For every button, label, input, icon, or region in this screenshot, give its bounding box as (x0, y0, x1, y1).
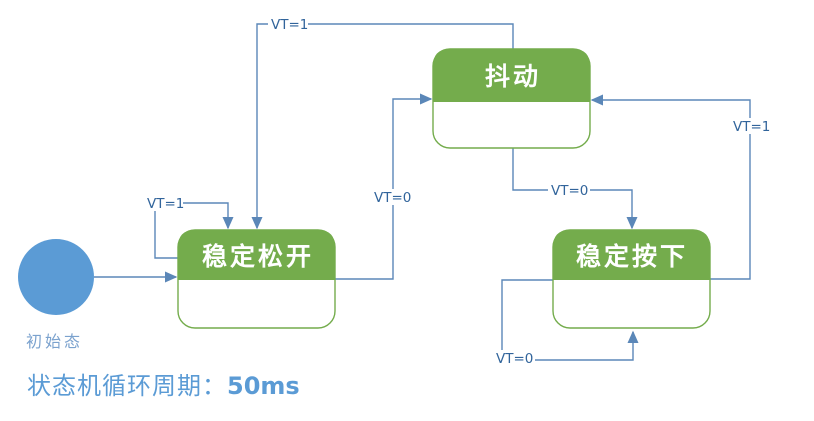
transition-label: VT=0 (496, 351, 533, 367)
initial-state-label: 初始态 (26, 332, 83, 351)
state-jitter-label: 抖动 (485, 62, 541, 91)
state-stable-pressed-label: 稳定按下 (576, 242, 688, 271)
state-jitter-header (433, 49, 590, 102)
transition-pressed-to-jitter (590, 94, 751, 280)
transition-label: VT=0 (374, 190, 411, 206)
label-bg (268, 16, 308, 32)
diagram-title-text: 状态机循环周期： (27, 372, 227, 400)
state-stable-pressed: 稳定按下 (552, 229, 711, 329)
transition-label: VT=1 (271, 17, 308, 33)
state-jitter: 抖动 (432, 48, 591, 149)
initial-state-circle (18, 239, 94, 315)
diagram-title: 状态机循环周期：50ms (27, 366, 300, 401)
label-bg (730, 118, 770, 134)
state-stable-released-label: 稳定松开 (202, 242, 314, 271)
transition-label: VT=1 (733, 119, 770, 135)
label-bg (145, 195, 183, 211)
state-stable-released-header (178, 230, 335, 280)
transition-label: VT=0 (551, 183, 588, 199)
label-bg (372, 189, 414, 205)
state-stable-released: 稳定松开 (177, 229, 336, 329)
label-bg (493, 350, 535, 366)
diagram-title-value: 50ms (227, 372, 300, 400)
transition-jitter-to-released (251, 23, 514, 230)
transition-label: VT=1 (147, 196, 184, 212)
label-bg (548, 182, 590, 198)
state-stable-pressed-header (553, 230, 710, 280)
transition-label-group: VT=1 VT=1 VT=0 VT=0 VT=1 VT=0 (145, 16, 770, 367)
